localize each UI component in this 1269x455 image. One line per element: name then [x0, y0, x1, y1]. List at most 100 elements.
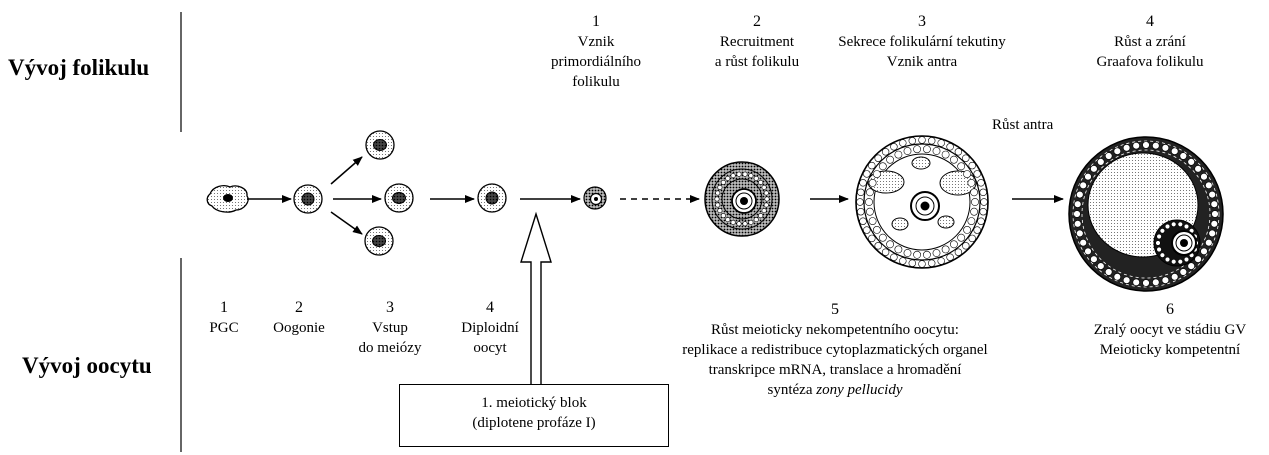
granulosa-cell: [856, 198, 864, 206]
granulosa-cell: [1161, 144, 1170, 152]
granulosa-cell: [1132, 142, 1140, 150]
granulosa-cell: [742, 221, 748, 227]
follicle-stage-4-label: 4 Růst a zrání Graafova folikulu: [1096, 13, 1204, 70]
granulosa-cell: [1152, 278, 1160, 286]
granulosa-cell: [1211, 210, 1219, 218]
granulosa-cell: [1159, 252, 1166, 258]
granulosa-cell: [970, 207, 978, 216]
granulosa-cell: [957, 162, 966, 171]
granulosa-cell: [967, 217, 976, 225]
granulosa-cell: [1073, 200, 1082, 208]
oocyte-development-heading: Vývoj oocytu: [22, 353, 152, 378]
granulosa-cell: [1179, 152, 1188, 160]
granulosa-cell: [881, 148, 890, 156]
granulosa-cell: [968, 234, 976, 243]
oocyte-stage-5-label: 5 Růst meioticky nekompetentního oocytu:…: [640, 300, 1030, 400]
granulosa-cell: [1122, 276, 1131, 284]
granulosa-cell: [890, 143, 898, 151]
granulosa-cell: [1164, 223, 1171, 230]
granulosa-cell: [736, 221, 742, 227]
granulosa-cell: [918, 260, 926, 268]
granulosa-cell: [1200, 247, 1208, 256]
granulosa-cell: [1194, 165, 1202, 173]
granulosa-cell: [857, 188, 865, 197]
granulosa-cell: [941, 245, 950, 254]
granulosa-cell: [923, 145, 931, 154]
granulosa-cell: [1205, 181, 1213, 190]
granulosa-cell: [1076, 229, 1084, 238]
granulosa-cell: [859, 217, 867, 225]
granulosa-cell: [715, 202, 721, 208]
granulosa-cell: [890, 253, 898, 261]
granulosa-cell: [1104, 268, 1113, 276]
oocyte-stage-6-label: 6 Zralý oocyt ve stádiu GV Meioticky kom…: [1093, 301, 1247, 358]
granulosa-cell: [1142, 141, 1150, 149]
graafian-follicle: [1068, 136, 1224, 292]
granulosa-cell: [1210, 220, 1219, 228]
meiotic-block-box: [399, 384, 669, 447]
granulosa-cell: [868, 234, 876, 243]
granulosa-cell: [967, 178, 976, 187]
granulosa-cell: [1079, 181, 1087, 190]
granulosa-cell: [971, 198, 979, 206]
granulosa-cell: [962, 242, 970, 250]
granulosa-cell: [742, 171, 748, 177]
follicle-stage-1-label: 1 Vznik primordiálního folikulu: [551, 13, 641, 90]
granulosa-cell: [962, 154, 970, 162]
granulosa-cell: [886, 240, 894, 249]
granulosa-cell: [963, 225, 971, 234]
granulosa-cell: [970, 188, 978, 197]
follicle-stage-2-label: 2 Recruitment a růst folikulu: [714, 13, 800, 70]
oocyte-stage-3-label: 3 Vstup do meiózy: [358, 299, 422, 356]
granulosa-cell: [1161, 276, 1170, 284]
granulosa-cell: [980, 198, 988, 206]
granulosa-cell: [868, 217, 877, 225]
granulosa-cell: [932, 147, 941, 155]
granulosa-cell: [863, 226, 871, 234]
granulosa-cell: [1073, 210, 1081, 218]
granulosa-cell: [761, 184, 767, 190]
follicle-development-heading: Vývoj folikulu: [8, 55, 150, 80]
granulosa-cell: [1132, 278, 1140, 286]
granulosa-cell: [1183, 256, 1190, 263]
granulosa-cell: [1156, 246, 1162, 253]
granulosa-cell: [908, 259, 916, 267]
meiosis-cell-top: [365, 130, 395, 160]
granulosa-cell: [1170, 147, 1179, 155]
granulosa-cell: [977, 179, 985, 187]
granulosa-cell: [1156, 233, 1162, 240]
granulosa-cell: [1179, 268, 1188, 276]
granulosa-cell: [903, 249, 912, 257]
granulosa-cell: [977, 217, 985, 225]
granulosa-cell: [730, 173, 736, 179]
follicle-stage-3-label: 3 Sekrece folikulární tekutiny Vznik ant…: [838, 13, 1006, 70]
oogonium-cell: [293, 184, 323, 214]
granulosa-cell: [868, 161, 876, 170]
granulosa-cell: [1073, 220, 1082, 228]
granulosa-cell: [1076, 190, 1084, 199]
granulosa-cell: [913, 250, 921, 259]
granulosa-cell: [763, 190, 769, 196]
granulosa-cell: [1152, 142, 1160, 150]
antral-follicle: [855, 135, 989, 269]
granulosa-cell: [1097, 262, 1105, 270]
meiotic-block-arrow: [520, 211, 552, 384]
meiotic-block-label: 1. meiotický blok (diplotene profáze I): [472, 395, 596, 431]
granulosa-cell: [1142, 279, 1150, 287]
granulosa-cell: [973, 170, 981, 178]
arrow-to-bottom-cell: [330, 211, 363, 235]
granulosa-cell: [878, 233, 887, 242]
granulosa-cell: [736, 171, 742, 177]
granulosa-cell: [758, 213, 764, 219]
granulosa-cell: [903, 147, 912, 155]
granulosa-cell: [748, 173, 754, 179]
granulosa-cell: [894, 150, 903, 159]
granulosa-cell: [758, 179, 764, 185]
granulosa-cell: [748, 219, 754, 225]
granulosa-cell: [717, 208, 723, 214]
granulosa-cell: [1159, 228, 1166, 234]
granulosa-cell: [1208, 229, 1216, 238]
granulosa-cell: [950, 240, 958, 249]
